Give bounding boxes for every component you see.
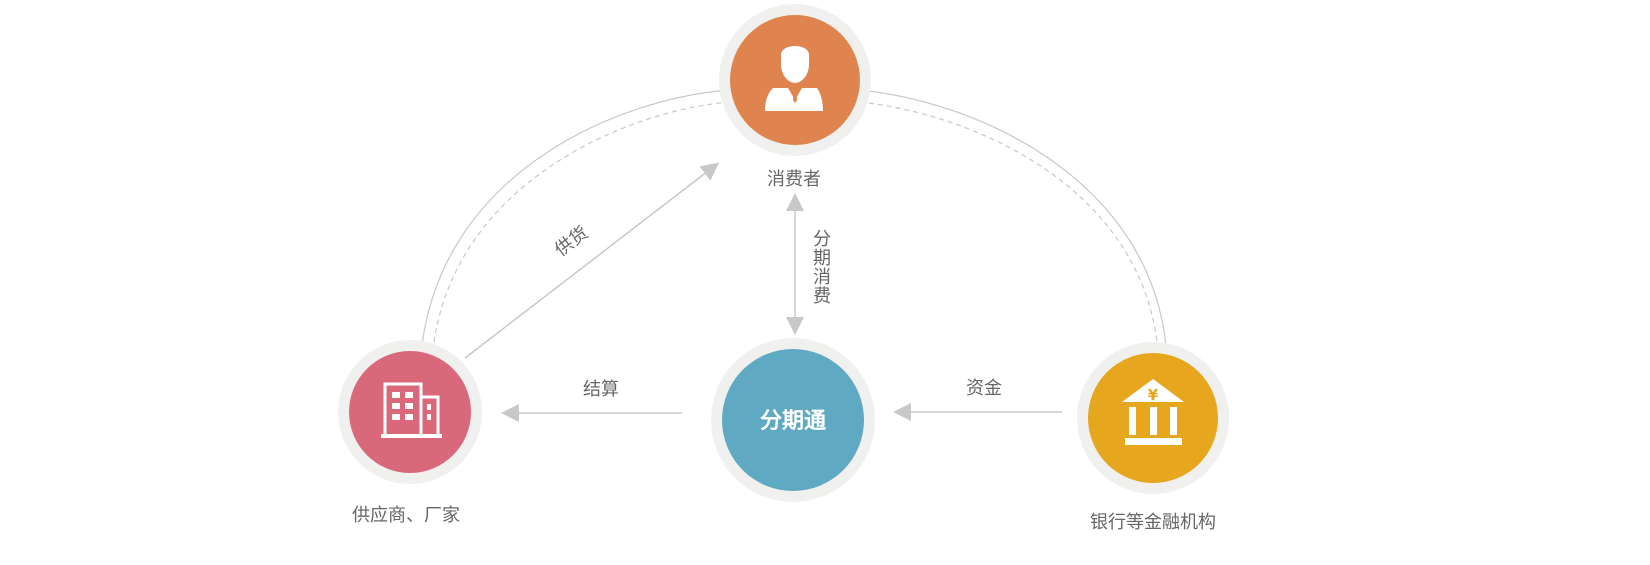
supply-label: 供货 <box>551 222 592 260</box>
installment-label-2: 期 <box>813 248 831 269</box>
bank-label: 银行等金融机构 <box>1090 512 1216 533</box>
settlement-label: 结算 <box>583 379 619 400</box>
installment-label-3: 消 <box>813 267 831 288</box>
supplier-label: 供应商、厂家 <box>352 505 460 526</box>
person-icon <box>765 46 823 111</box>
consumer-label: 消费者 <box>767 169 821 190</box>
bank-yuan-icon: ¥ <box>1122 379 1184 445</box>
installment-label-1: 分 <box>813 229 831 250</box>
dashed-arc-left <box>433 101 731 343</box>
consumer-node: 消费者 <box>719 4 871 190</box>
dashed-arc-right <box>859 101 1158 343</box>
svg-text:¥: ¥ <box>1148 386 1159 404</box>
supply-arrow <box>464 162 720 359</box>
outer-arc-right <box>859 89 1167 346</box>
bank-node: ¥ 银行等金融机构 <box>1077 342 1229 533</box>
installment-label-4: 费 <box>813 286 831 307</box>
center-label: 分期通 <box>760 409 826 434</box>
supplier-node: 供应商、厂家 <box>338 340 482 526</box>
building-icon <box>381 382 442 438</box>
outer-arc-left <box>421 89 731 346</box>
center-node: 分期通 <box>711 338 875 502</box>
funds-label: 资金 <box>966 378 1002 399</box>
